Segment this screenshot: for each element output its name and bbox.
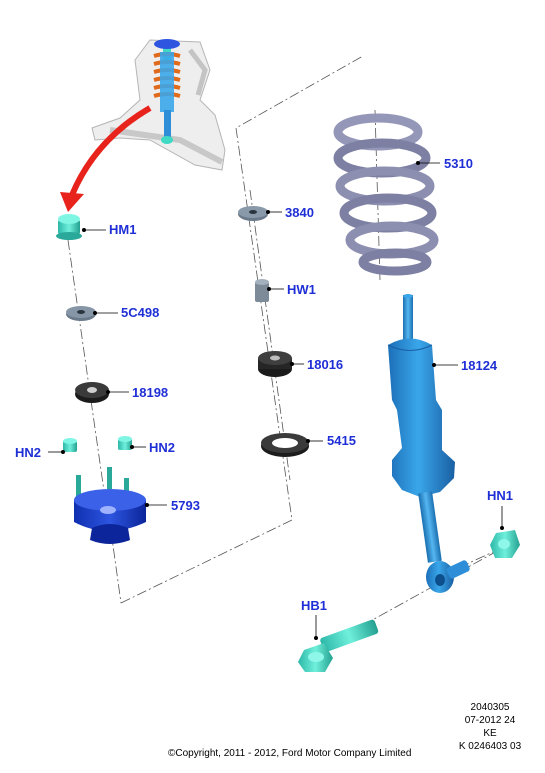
callout-18124: 18124 xyxy=(461,358,498,373)
red-arrow xyxy=(60,105,152,212)
drawing-reference: K 0246403 03 xyxy=(458,741,522,752)
drawing-number: 2040305 xyxy=(470,702,510,713)
insulator-18198 xyxy=(75,382,109,403)
suspension-assembly-thumbnail xyxy=(91,39,226,171)
copyright-notice: ©Copyright, 2011 - 2012, Ford Motor Comp… xyxy=(168,748,412,759)
callout-hb1: HB1 xyxy=(301,598,328,613)
drawing-code: KE xyxy=(483,728,497,739)
leader-lines xyxy=(48,160,504,641)
callout-3840: 3840 xyxy=(285,205,314,220)
nut-hm1 xyxy=(56,214,82,240)
callout-hn2-right: HN2 xyxy=(149,440,176,455)
callout-hm1: HM1 xyxy=(109,222,137,237)
callout-18198: 18198 xyxy=(132,385,169,400)
washer-5c498 xyxy=(66,306,96,321)
callout-5310: 5310 xyxy=(444,156,473,171)
bushing-18016 xyxy=(258,351,292,377)
callout-hw1: HW1 xyxy=(287,282,316,297)
nut-hn1 xyxy=(490,530,520,558)
callout-hn1: HN1 xyxy=(487,488,514,503)
coil-spring xyxy=(333,113,439,276)
drawing-date: 07-2012 24 xyxy=(464,715,516,726)
isolator-5415 xyxy=(261,433,309,457)
upper-mount-5793 xyxy=(74,467,146,544)
shock-absorber xyxy=(387,294,470,593)
callout-18016: 18016 xyxy=(307,357,344,372)
bolt-hb1 xyxy=(298,619,379,672)
nut-hn2-left xyxy=(63,438,77,452)
callout-5415: 5415 xyxy=(327,433,356,448)
washer-hw1 xyxy=(255,279,269,302)
nut-hn2-right xyxy=(118,436,132,450)
callout-5c498: 5C498 xyxy=(121,305,160,320)
callout-hn2-left: HN2 xyxy=(15,445,42,460)
drawing-info-block: 2040305 07-2012 24 KE K 0246403 03 xyxy=(440,701,540,753)
callout-5793: 5793 xyxy=(171,498,200,513)
washer-3840 xyxy=(238,206,268,221)
